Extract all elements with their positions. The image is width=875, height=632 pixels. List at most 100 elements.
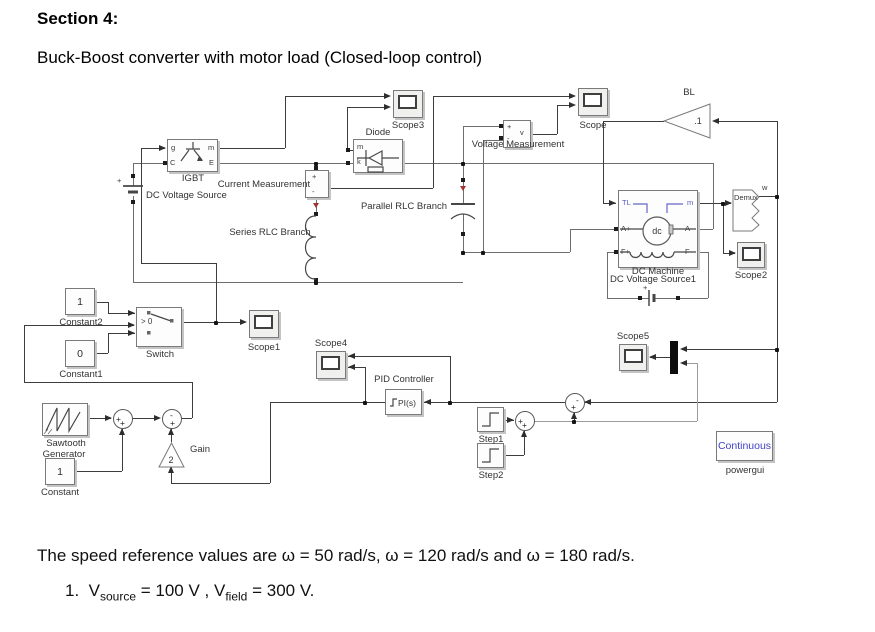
wire[interactable] xyxy=(403,163,713,164)
wire[interactable] xyxy=(607,298,649,299)
wire[interactable] xyxy=(141,263,216,264)
switch-block[interactable] xyxy=(136,307,182,347)
wire[interactable] xyxy=(24,382,192,383)
wire[interactable] xyxy=(108,302,109,313)
wire[interactable] xyxy=(75,471,122,472)
wire[interactable] xyxy=(433,96,434,188)
wire[interactable] xyxy=(607,252,618,253)
wire[interactable] xyxy=(570,229,618,230)
scope3-block[interactable] xyxy=(393,90,423,118)
wire[interactable] xyxy=(504,455,524,456)
current-measurement-block[interactable] xyxy=(305,170,329,198)
wire[interactable] xyxy=(218,163,353,164)
wire[interactable] xyxy=(450,356,451,402)
scope2-block[interactable] xyxy=(737,242,765,268)
wire[interactable] xyxy=(714,121,777,122)
wire[interactable] xyxy=(682,363,697,364)
wire[interactable] xyxy=(108,313,135,314)
wire[interactable] xyxy=(708,252,709,298)
wire[interactable] xyxy=(347,107,389,108)
wire[interactable] xyxy=(582,402,777,403)
wire[interactable] xyxy=(777,121,778,402)
wire[interactable] xyxy=(759,196,777,197)
wire[interactable] xyxy=(218,148,285,149)
wire[interactable] xyxy=(141,148,165,149)
mux-block[interactable] xyxy=(670,341,678,374)
wire[interactable] xyxy=(557,105,558,134)
wire[interactable] xyxy=(180,418,192,419)
wire[interactable] xyxy=(133,196,134,282)
wire[interactable] xyxy=(131,418,159,419)
wire[interactable] xyxy=(682,349,777,350)
wire[interactable] xyxy=(531,134,557,135)
wire[interactable] xyxy=(603,121,604,203)
wire[interactable] xyxy=(713,163,714,229)
step1-block[interactable] xyxy=(477,407,504,432)
wire[interactable] xyxy=(171,467,172,483)
wire[interactable] xyxy=(570,229,571,252)
wire[interactable] xyxy=(463,126,503,127)
wire[interactable] xyxy=(285,96,286,148)
sum-speed-error[interactable]: - + xyxy=(565,393,585,413)
sum-comparator[interactable]: - + xyxy=(162,409,182,429)
wire[interactable] xyxy=(270,402,385,403)
wire[interactable] xyxy=(433,96,574,97)
scope5-block[interactable] xyxy=(619,344,647,371)
wire[interactable] xyxy=(24,325,25,382)
scope-block[interactable] xyxy=(578,88,608,116)
wire[interactable] xyxy=(171,429,172,442)
wire[interactable] xyxy=(108,333,109,353)
wire[interactable] xyxy=(524,429,525,455)
wire[interactable] xyxy=(122,429,123,471)
wire[interactable] xyxy=(698,229,713,230)
wire[interactable] xyxy=(141,148,142,263)
wire[interactable] xyxy=(424,402,565,403)
wire[interactable] xyxy=(557,105,574,106)
scope1-block[interactable] xyxy=(249,310,279,338)
wire[interactable] xyxy=(463,126,464,163)
wire[interactable] xyxy=(533,421,697,422)
constant2-block[interactable]: 1 xyxy=(65,288,95,315)
constant1-block[interactable]: 0 xyxy=(65,340,95,367)
wire[interactable] xyxy=(24,325,134,326)
voltage-measurement-block[interactable] xyxy=(503,120,531,148)
wire[interactable] xyxy=(192,382,193,418)
wire[interactable] xyxy=(348,367,365,368)
sum-reference[interactable]: + + xyxy=(515,411,535,431)
step2-block[interactable] xyxy=(477,443,504,468)
wire[interactable] xyxy=(347,107,348,150)
wire[interactable] xyxy=(365,367,366,402)
wire[interactable] xyxy=(270,402,271,483)
sawtooth-generator-block[interactable] xyxy=(42,403,88,436)
wire[interactable] xyxy=(88,418,111,419)
wire[interactable] xyxy=(483,140,503,141)
wire[interactable] xyxy=(607,252,608,298)
wire[interactable] xyxy=(133,282,463,283)
wire[interactable] xyxy=(483,140,484,252)
wire[interactable] xyxy=(182,322,245,323)
wire[interactable] xyxy=(216,263,217,322)
wire[interactable] xyxy=(698,203,731,204)
sum-sawtooth[interactable]: + + xyxy=(113,409,133,429)
wire[interactable] xyxy=(285,96,389,97)
wire[interactable] xyxy=(463,163,464,204)
wire[interactable] xyxy=(95,353,108,354)
wire[interactable] xyxy=(697,363,698,421)
wire[interactable] xyxy=(603,121,664,122)
wire[interactable] xyxy=(698,252,708,253)
constant-block[interactable]: 1 xyxy=(45,458,75,485)
wire[interactable] xyxy=(329,188,433,189)
wire[interactable] xyxy=(133,163,167,164)
wire[interactable] xyxy=(347,150,353,151)
wire[interactable] xyxy=(95,302,108,303)
wire[interactable] xyxy=(655,298,708,299)
scope4-block[interactable] xyxy=(316,351,346,379)
wire[interactable] xyxy=(650,357,670,358)
wire[interactable] xyxy=(463,252,570,253)
wire[interactable] xyxy=(108,333,135,334)
pid-controller-block[interactable] xyxy=(385,389,422,415)
powergui-block[interactable]: Continuous xyxy=(716,431,773,461)
wire[interactable] xyxy=(723,203,724,253)
wire[interactable] xyxy=(348,356,450,357)
wire[interactable] xyxy=(171,483,270,484)
